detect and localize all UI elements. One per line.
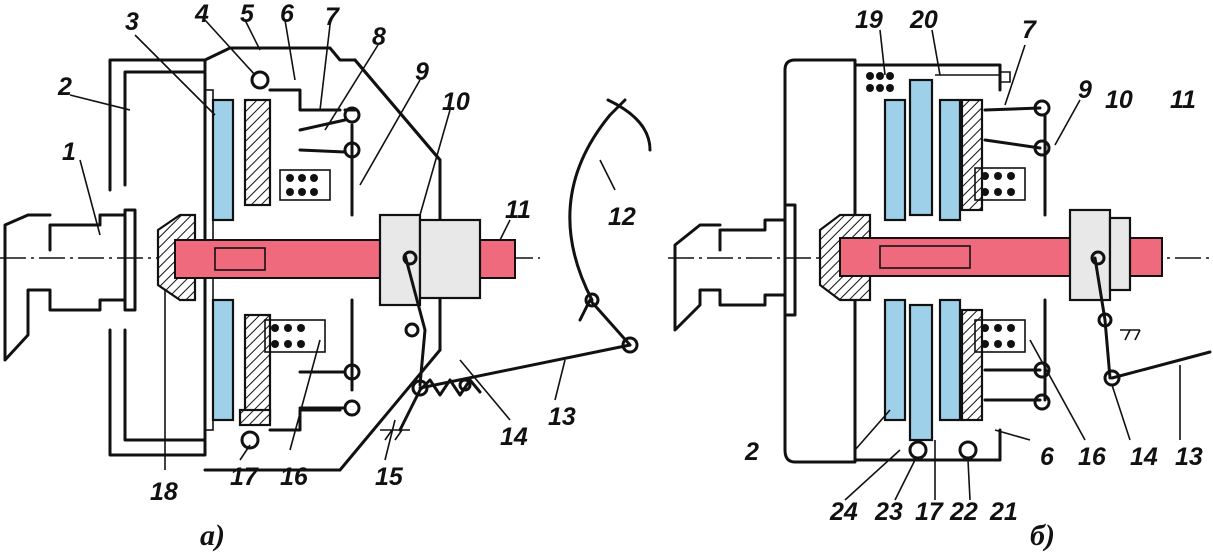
flywheel-b — [783, 58, 857, 464]
bolt-23-b — [908, 440, 928, 460]
label-2-b: 2 — [744, 438, 759, 466]
driven-disc-bottom-a — [211, 298, 235, 422]
bolt-plate-a — [238, 408, 272, 427]
bolt-bottom-a — [240, 430, 260, 450]
housing-cone-a — [353, 58, 442, 352]
pedal-pad-a — [606, 98, 652, 152]
label-19-b: 19 — [855, 6, 883, 34]
caption-a: а) — [200, 519, 225, 552]
shaft-splines-a — [214, 247, 266, 271]
pressure-springs-a — [264, 169, 331, 353]
label-18-a: 18 — [150, 478, 178, 506]
crankshaft-end-b — [673, 218, 787, 332]
bolt-21-b — [958, 440, 978, 460]
intermediate-springs-b — [866, 72, 894, 92]
driven-disc-top-a — [211, 98, 235, 222]
pedal-lever-a — [578, 298, 632, 347]
label-14-b: 14 — [1130, 443, 1158, 471]
pressure-plate-top-b — [960, 98, 984, 212]
label-24-b: 24 — [829, 498, 858, 526]
label-10-b: 10 — [1105, 86, 1133, 114]
label-3-a: 3 — [125, 8, 139, 36]
housing-bolt-b — [935, 71, 1011, 83]
label-14-a: 14 — [500, 423, 528, 451]
release-levers-a — [298, 108, 357, 392]
label-4-a: 4 — [194, 0, 209, 28]
pedal-arm-a — [568, 98, 627, 302]
driven-disc-2-bottom-b — [938, 298, 962, 422]
ground-hatch-a — [380, 429, 410, 441]
leaders-b — [844, 29, 1181, 501]
label-22-b: 22 — [949, 498, 978, 526]
label-13-b: 13 — [1175, 443, 1203, 471]
release-fork-a — [403, 253, 427, 387]
driven-disc-1-bottom-b — [883, 298, 907, 422]
pressure-springs-b — [974, 167, 1026, 353]
bearing-sleeve-a — [418, 218, 482, 300]
release-levers-b — [983, 106, 1047, 402]
pressure-plate-top-a — [243, 98, 272, 207]
release-levers-bottom-a — [298, 370, 347, 410]
intermediate-plate-top-b — [908, 78, 934, 217]
label-11-a: 11 — [505, 196, 531, 224]
diagram-a: 1 2 3 4 5 6 7 8 9 10 11 12 13 14 15 16 1… — [0, 0, 652, 552]
label-6-b: 6 — [1040, 443, 1055, 471]
label-20-b: 20 — [909, 6, 938, 34]
flywheel-inner-a — [123, 70, 207, 442]
label-21-b: 21 — [989, 498, 1018, 526]
leaders-a — [69, 19, 616, 470]
release-fork-b — [1093, 256, 1112, 380]
label-23-b: 23 — [874, 498, 903, 526]
bolt-top-a — [250, 70, 270, 90]
label-9-a: 9 — [415, 58, 429, 86]
crank-flange-a — [123, 208, 137, 312]
label-11-b: 11 — [1170, 86, 1196, 114]
bearing-sleeve-b — [1108, 216, 1132, 292]
label-17-a: 17 — [230, 463, 259, 491]
flywheel-a — [108, 58, 207, 457]
label-2-a: 2 — [57, 73, 72, 101]
diagram-b: 19 20 7 9 10 11 2 24 23 17 22 21 6 16 14… — [668, 6, 1213, 552]
caption-b: б) — [1030, 519, 1055, 552]
label-12-a: 12 — [608, 203, 636, 231]
intermediate-plate-bottom-b — [908, 303, 934, 442]
label-9-b: 9 — [1078, 76, 1092, 104]
ground-hatch-b — [1120, 329, 1141, 341]
driven-disc-1-top-b — [883, 98, 907, 222]
label-17-b: 17 — [915, 498, 944, 526]
driven-disc-2-top-b — [938, 98, 962, 222]
label-16-a: 16 — [280, 463, 309, 491]
label-10-a: 10 — [442, 88, 470, 116]
pull-rod-b — [1110, 350, 1212, 380]
crankshaft-end-a — [3, 213, 127, 362]
label-16-b: 16 — [1078, 443, 1107, 471]
label-5-a: 5 — [240, 0, 255, 28]
label-8-a: 8 — [372, 23, 386, 51]
label-1-a: 1 — [62, 138, 76, 166]
label-13-a: 13 — [548, 403, 576, 431]
label-7-b: 7 — [1022, 16, 1037, 44]
label-6-a: 6 — [280, 0, 295, 28]
return-spring-a — [398, 378, 482, 432]
pressure-plate-bottom-b — [960, 308, 984, 422]
label-15-a: 15 — [375, 463, 404, 491]
pressure-plate-bottom-a — [243, 313, 272, 422]
label-7-a: 7 — [325, 3, 340, 31]
pull-rod-a — [418, 343, 632, 390]
shaft-splines-b — [879, 245, 971, 269]
